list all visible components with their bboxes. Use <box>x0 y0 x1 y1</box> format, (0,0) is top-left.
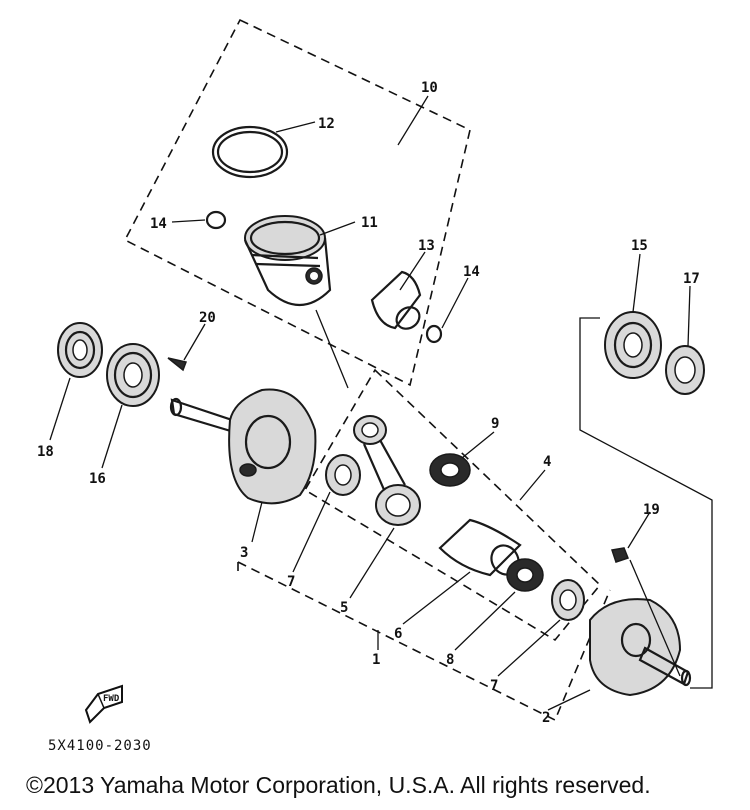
callout-7-right: 7 <box>490 678 498 694</box>
piston <box>244 215 332 306</box>
leader-lines <box>49 95 691 711</box>
copyright-notice: ©2013 Yamaha Motor Corporation, U.S.A. A… <box>26 772 651 798</box>
callout-15: 15 <box>631 238 648 254</box>
connecting-rod <box>353 415 421 526</box>
callout-13: 13 <box>418 238 435 254</box>
callout-20: 20 <box>199 310 216 326</box>
callout-4: 4 <box>543 454 551 470</box>
bearing-bracket <box>579 317 713 689</box>
circlip-left <box>205 210 227 230</box>
piston-ring <box>211 125 289 179</box>
bearing-18 <box>57 322 103 378</box>
part-code: 5X4100-2030 <box>48 738 152 754</box>
oil-seal-17 <box>665 345 705 395</box>
callout-2: 2 <box>542 710 550 726</box>
callout-5: 5 <box>340 600 348 616</box>
callout-16: 16 <box>89 471 106 487</box>
piston-kit-boundary <box>123 18 471 387</box>
callout-11: 11 <box>361 215 378 231</box>
thrust-washer-right <box>551 579 585 621</box>
fwd-label: FWD <box>103 694 120 704</box>
callout-14-right: 14 <box>463 264 480 280</box>
callout-7-left: 7 <box>287 574 295 590</box>
circlip-right <box>425 324 443 344</box>
callout-10: 10 <box>421 80 438 96</box>
fwd-arrow-icon: FWD <box>84 684 123 724</box>
callout-12: 12 <box>318 116 335 132</box>
bearing-16 <box>106 343 160 407</box>
callout-3: 3 <box>240 545 248 561</box>
needle-bearing-8 <box>506 558 544 592</box>
callout-14-left: 14 <box>150 216 167 232</box>
thrust-washer-left <box>325 454 361 496</box>
bearing-15 <box>604 311 662 379</box>
woodruff-key <box>167 357 188 372</box>
nut <box>611 547 629 563</box>
conrod-kit-boundary <box>303 368 602 642</box>
needle-bearing-9 <box>429 453 471 487</box>
callout-9: 9 <box>491 416 499 432</box>
piston-pin <box>370 270 422 330</box>
callout-17: 17 <box>683 271 700 287</box>
callout-8: 8 <box>446 652 454 668</box>
crankshaft-left <box>169 388 317 505</box>
crankshaft-right <box>589 598 692 697</box>
callout-18: 18 <box>37 444 54 460</box>
callout-19: 19 <box>643 502 660 518</box>
callout-1: 1 <box>372 652 380 668</box>
callout-6: 6 <box>394 626 402 642</box>
